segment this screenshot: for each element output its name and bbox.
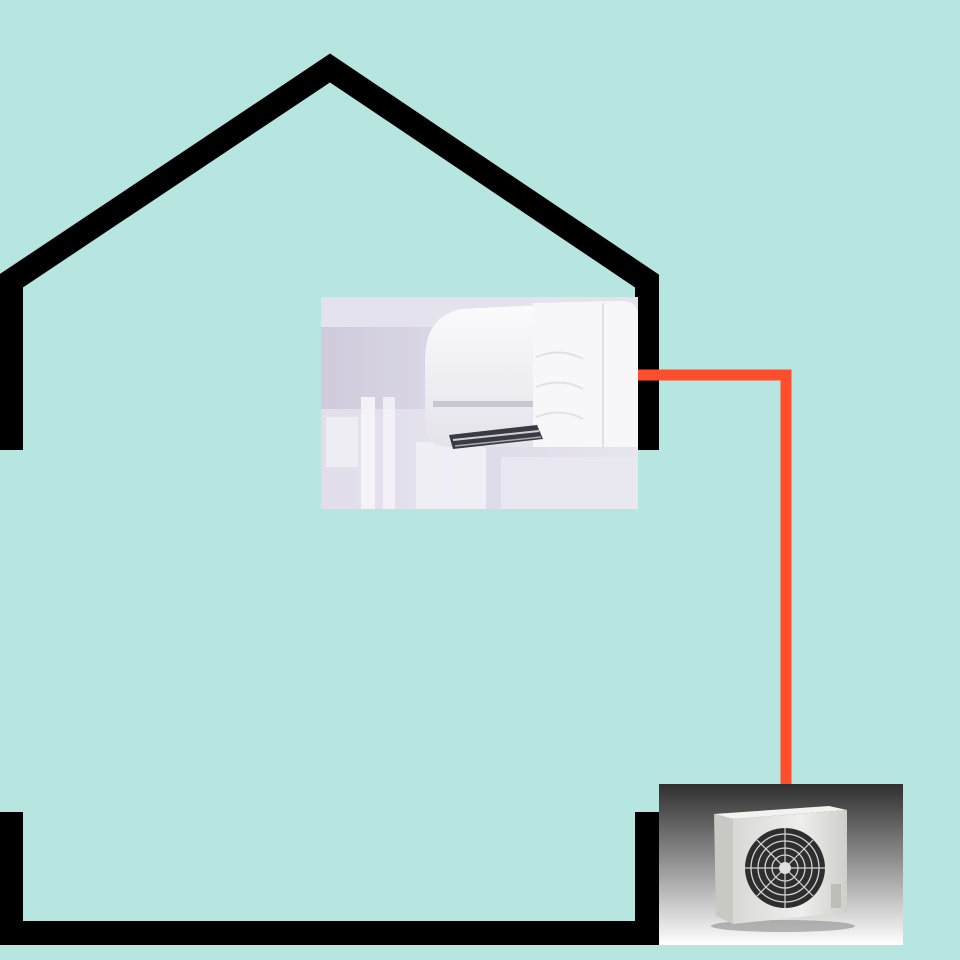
wall-mounted-air-conditioner-icon — [321, 297, 638, 509]
house-roof-and-walls — [0, 53, 659, 450]
refrigerant-line — [638, 369, 792, 820]
indoor-unit-photo — [321, 297, 638, 509]
outdoor-unit-photo — [659, 784, 903, 945]
outdoor-condenser-unit-icon — [659, 784, 903, 945]
house-floor — [0, 812, 659, 945]
